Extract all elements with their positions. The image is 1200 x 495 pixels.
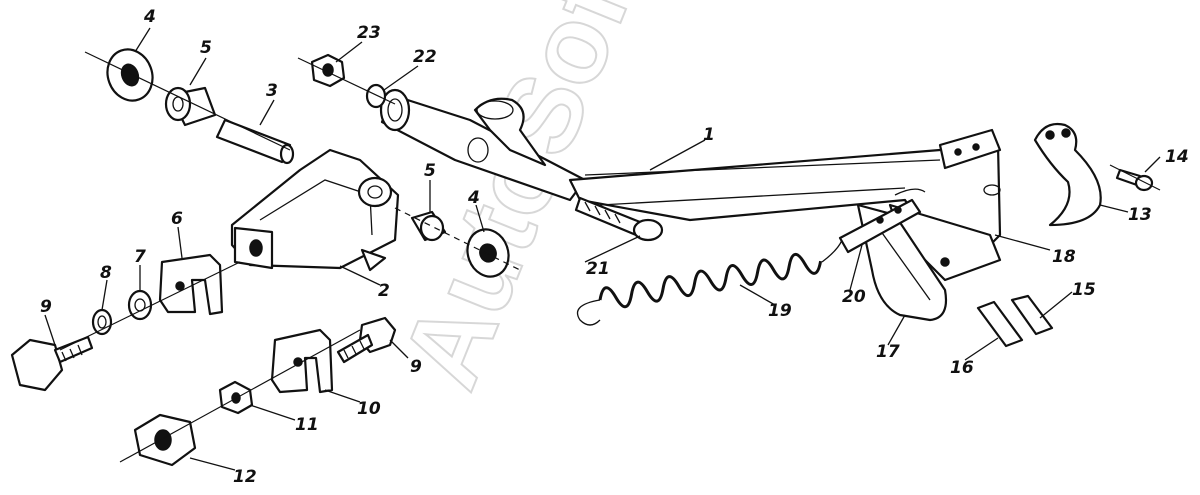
nut-part-12 xyxy=(133,413,197,467)
pin-part-3 xyxy=(215,118,295,165)
washer-part-4-lower xyxy=(466,228,510,278)
callout-10: 10 xyxy=(357,399,381,419)
callout-6: 6 xyxy=(171,209,183,229)
callout-19: 19 xyxy=(768,301,792,321)
callout-8: 8 xyxy=(100,263,112,283)
washer-part-4-upper xyxy=(106,48,154,102)
strip-part-16 xyxy=(976,300,1024,348)
callout-5-lower: 5 xyxy=(424,161,436,181)
leader-lines xyxy=(44,27,1161,471)
callout-15: 15 xyxy=(1072,280,1096,300)
clamp-part-6 xyxy=(158,253,224,316)
callout-12: 12 xyxy=(233,467,257,487)
callout-16: 16 xyxy=(950,358,974,378)
cam-part-13 xyxy=(1033,122,1102,227)
callout-13: 13 xyxy=(1128,205,1152,225)
bushing-part-22 xyxy=(365,83,387,109)
spring-hook-part-20 xyxy=(838,188,926,254)
bushing-part-5-upper xyxy=(164,86,217,127)
callout-5-upper: 5 xyxy=(200,38,212,58)
bracket-part-2 xyxy=(230,148,400,272)
callout-20: 20 xyxy=(842,287,866,307)
bushing-part-5-lower xyxy=(410,210,447,242)
callout-14: 14 xyxy=(1165,147,1189,167)
washer-part-8 xyxy=(91,308,113,336)
bolt-part-9-left xyxy=(10,335,94,392)
callout-18: 18 xyxy=(1052,247,1076,267)
callout-1: 1 xyxy=(703,125,715,145)
bolt-part-9-right xyxy=(336,316,397,364)
nut-part-11 xyxy=(218,380,254,415)
callout-7: 7 xyxy=(134,247,146,267)
assembly-axes xyxy=(59,51,1161,463)
callout-labels: 3 4 5 23 22 1 5 4 21 2 6 7 8 9 9 10 11 1… xyxy=(40,7,1189,487)
screw-part-14 xyxy=(1115,168,1154,192)
bolt-part-21 xyxy=(574,196,664,242)
spring-part-19 xyxy=(576,239,843,326)
callout-3: 3 xyxy=(266,81,278,101)
callout-4-upper: 4 xyxy=(143,7,156,27)
callout-11: 11 xyxy=(295,415,319,435)
strip-part-15 xyxy=(1010,294,1054,336)
callout-9-left: 9 xyxy=(40,297,52,317)
callout-21: 21 xyxy=(586,259,610,279)
clamp-part-10 xyxy=(270,328,334,394)
callout-17: 17 xyxy=(876,342,900,362)
callout-4-lower: 4 xyxy=(467,188,480,208)
callout-2: 2 xyxy=(378,281,390,301)
nut-part-23 xyxy=(310,53,346,88)
callout-22: 22 xyxy=(413,47,437,67)
callout-23: 23 xyxy=(357,23,381,43)
callout-9-right: 9 xyxy=(410,357,422,377)
lever-arm-part-1 xyxy=(379,88,1002,252)
